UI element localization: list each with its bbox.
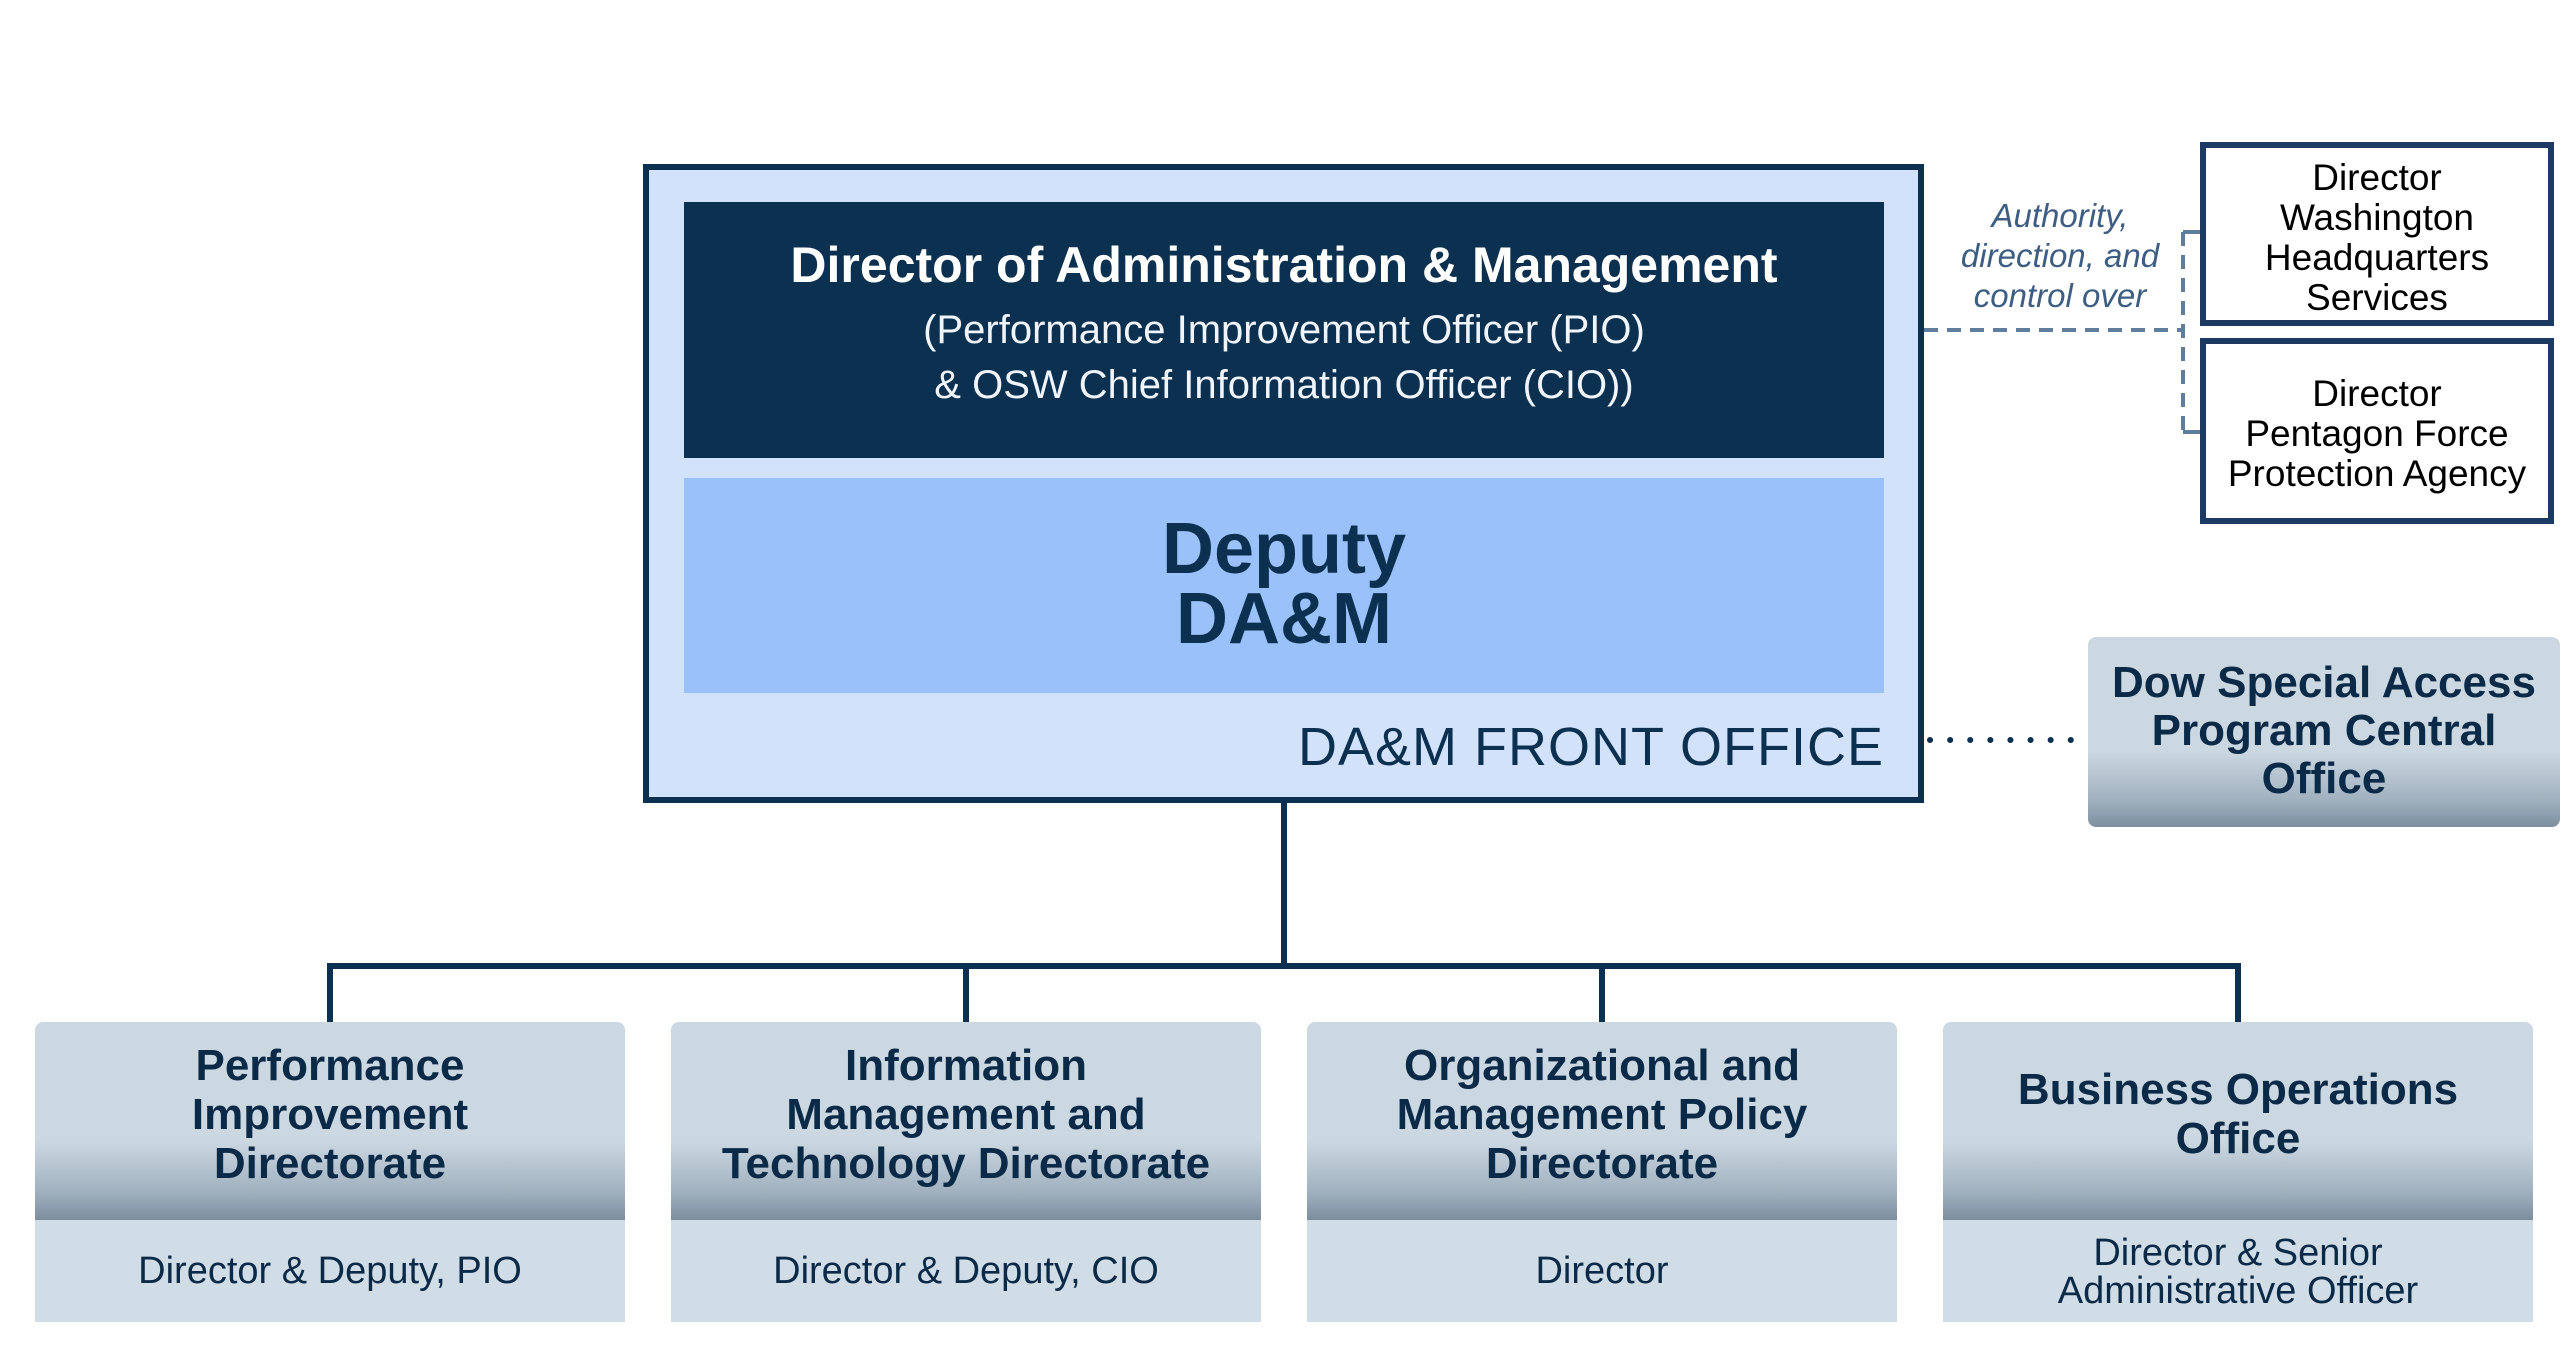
directorate-card-information-management: Information Management and Technology Di…: [671, 1022, 1261, 1220]
director-title: Director of Administration & Management: [790, 237, 1778, 293]
authority-note: Authority, direction, and control over: [1950, 196, 2170, 316]
whs-director-line: Services: [2306, 277, 2448, 318]
special-access-office-line: Office: [2261, 754, 2387, 803]
directorate-card-performance: Performance Improvement Directorate: [35, 1022, 625, 1220]
leadership-line: Administrative Officer: [2057, 1270, 2419, 1312]
deputy-title-line-2: DA&M: [1176, 579, 1392, 659]
director-box: Director of Administration & Management …: [684, 202, 1884, 458]
director-subtitle-line-2: & OSW Chief Information Officer (CIO)): [934, 363, 1634, 407]
leadership-line: Director & Senior: [2093, 1232, 2383, 1274]
leadership-line: Director: [1535, 1250, 1669, 1292]
directorate-title-line: Directorate: [1485, 1139, 1719, 1188]
whs-director-line: Director: [2312, 157, 2442, 198]
whs-director-line: Washington: [2279, 197, 2474, 238]
directorate-title-line: Improvement: [191, 1090, 469, 1139]
authority-note-line: Authority,: [1991, 197, 2129, 234]
pfpa-director-line: Director: [2312, 373, 2442, 414]
deputy-title-line-1: Deputy: [1161, 509, 1407, 589]
directorate-leadership-performance: Director & Deputy, PIO: [35, 1220, 625, 1322]
deputy-box: Deputy DA&M: [684, 478, 1884, 693]
special-access-office-line: Dow Special Access: [2112, 658, 2536, 707]
directorate-card-business-operations: Business Operations Office: [1943, 1022, 2533, 1220]
directorate-title-line: Performance: [195, 1041, 465, 1090]
directorate-title-line: Management Policy: [1396, 1090, 1808, 1139]
whs-director-box: Director Washington Headquarters Service…: [2200, 142, 2554, 326]
directorate-title-line: Office: [2175, 1114, 2301, 1163]
pfpa-director-line: Pentagon Force: [2245, 413, 2509, 454]
leadership-line: Director & Deputy, PIO: [138, 1250, 522, 1292]
directorate-leadership-organizational-policy: Director: [1307, 1220, 1897, 1322]
directorate-title-line: Business Operations: [2017, 1065, 2459, 1114]
leadership-line: Director & Deputy, CIO: [773, 1250, 1159, 1292]
pfpa-director-line: Protection Agency: [2227, 453, 2527, 494]
directorate-title-line: Directorate: [213, 1139, 447, 1188]
special-access-office-box: Dow Special Access Program Central Offic…: [2088, 637, 2560, 827]
directorate-title-line: Organizational and: [1403, 1041, 1801, 1090]
directorate-title-line: Information: [845, 1041, 1087, 1090]
directorate-leadership-business-operations: Director & Senior Administrative Officer: [1943, 1220, 2533, 1322]
authority-note-line: direction, and: [1960, 237, 2160, 274]
directorate-title-line: Management and: [786, 1090, 1146, 1139]
directorate-leadership-information-management: Director & Deputy, CIO: [671, 1220, 1261, 1322]
whs-director-line: Headquarters: [2264, 237, 2490, 278]
directorate-card-organizational-policy: Organizational and Management Policy Dir…: [1307, 1022, 1897, 1220]
front-office-label: DA&M FRONT OFFICE: [1297, 717, 1884, 777]
special-access-office-line: Program Central: [2151, 706, 2497, 755]
directorate-title-line: Technology Directorate: [721, 1139, 1211, 1188]
authority-note-line: control over: [1973, 277, 2147, 314]
pfpa-director-box: Director Pentagon Force Protection Agenc…: [2200, 338, 2554, 524]
director-subtitle-line-1: (Performance Improvement Officer (PIO): [923, 308, 1645, 352]
